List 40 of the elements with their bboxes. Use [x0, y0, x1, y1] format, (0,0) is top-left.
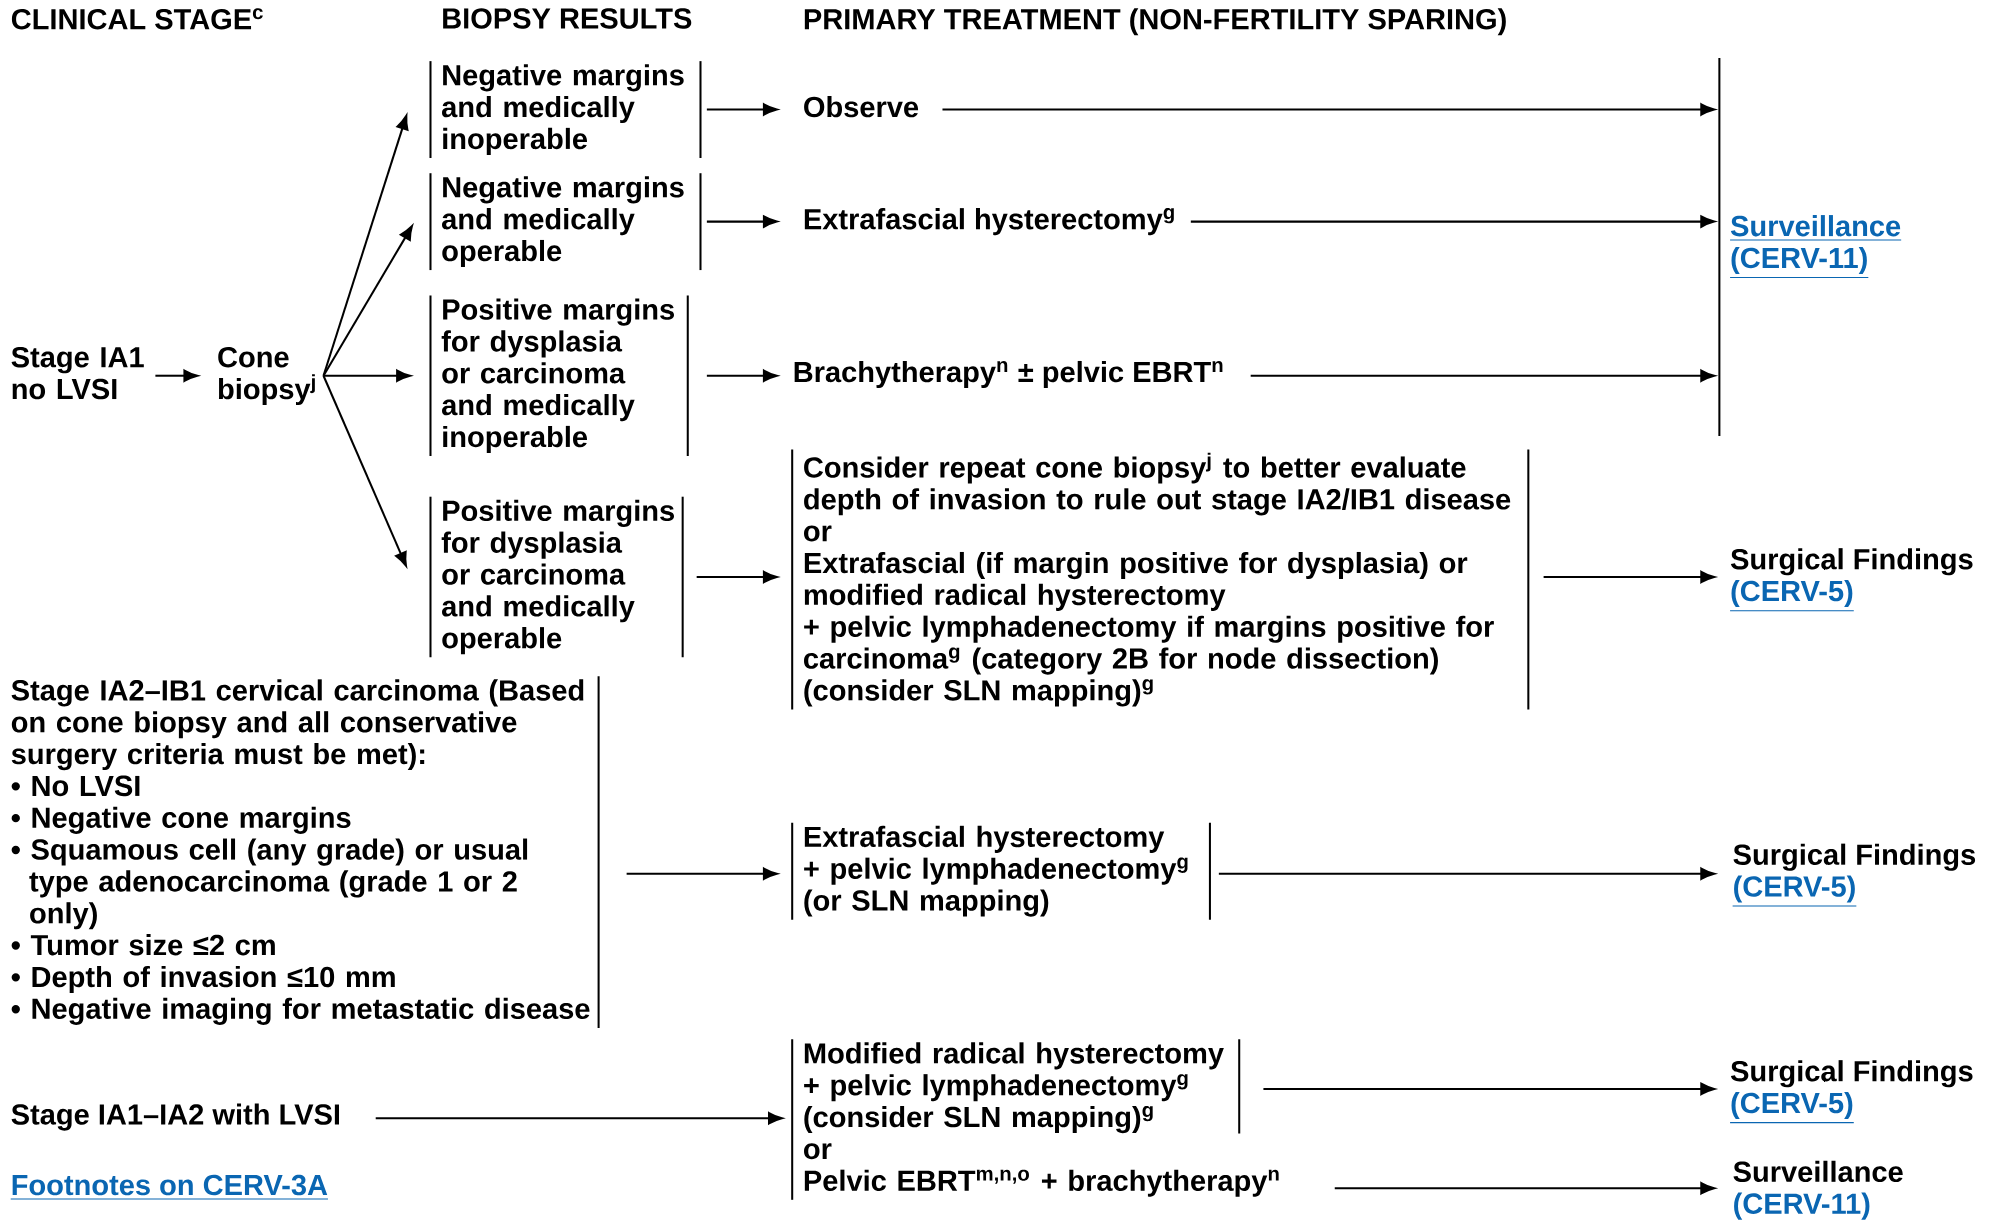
arrow [1543, 570, 1716, 583]
arrow [1190, 215, 1716, 228]
column-heading: CLINICAL STAGE$^{c}$ [11, 7, 263, 30]
column-heading: BIOPSY RESULTS [443, 7, 692, 29]
treatment-text: Observe [804, 95, 919, 118]
surveillance-link: Surveillance (CERV-11) [1733, 1160, 1903, 1220]
findings-link: Surgical Findings (CERV-5) [1729, 1059, 1973, 1123]
biopsy-result-box: Positive margins for dysplasia or carcinoma and medically inoperable [429, 295, 689, 456]
arrow [323, 369, 411, 382]
arrow [706, 215, 778, 228]
surveillance-link: Surveillance (CERV-11) [1718, 57, 1902, 436]
arrow [322, 225, 413, 377]
arrow [1263, 1082, 1716, 1095]
stage-text: Stage IA1 no LVSI [11, 346, 144, 400]
procedure-text: Cone biopsy$^{j}$ [218, 346, 315, 405]
arrow [696, 570, 778, 583]
biopsy-result-box: Negative margins and medically operable [429, 173, 702, 270]
treatment-box: Consider repeat cone biopsy$^{j}$ to better evaluate depth of invasion to rule out stage IA2/IB1 disease or Extrafascial (if margin positive for dysplasia) or modified radical hysterectomy + pelvic lymphadenectomy if margins positive for carcinoma$^{g}$ (category 2B for node dissection) (consider SLN mapping)$^{g}$ [791, 449, 1530, 710]
arrow [706, 369, 778, 382]
treatment-text: Brachytherapy$^{n}$ ± pelvic EBRT$^{n}$ [794, 360, 1223, 388]
biopsy-result-box: Positive margins for dysplasia or carcinoma and medically operable [429, 496, 684, 658]
biopsy-result-box: Negative margins and medically inoperable [429, 60, 702, 158]
arrow [1334, 1181, 1716, 1195]
findings-link: Surgical Findings (CERV-5) [1732, 843, 1976, 907]
treatment-box: Extrafascial hysterectomy + pelvic lymphadenectomy$^{g}$ (or SLN mapping) [791, 822, 1211, 920]
arrow [942, 103, 1716, 116]
treatment-text: Extrafascial hysterectomy$^{g}$ [804, 207, 1174, 235]
arrow [322, 375, 407, 567]
criteria-box: Stage IA2–IB1 cervical carcinoma (Based on cone biopsy and all conservative surgery criteria must be met): • No LVSI • Negative cone margins • Squamous cell (any grade) or usual type adenocarcinoma (grade 1 or 2 only) • Tumor size ≤2 cm • Depth of invasion ≤10 mm • Negative imaging for metastatic disease [11, 676, 600, 1028]
arrow [1250, 369, 1716, 382]
findings-link: Surgical Findings (CERV-5) [1729, 547, 1973, 611]
treatment-box: Modified radical hysterectomy + pelvic lymphadenectomy$^{g}$ (consider SLN mapping)$^{g}$ or Pelvic EBRT$^{m,n,o}$ + brachytherapy$^{n}$ [791, 1039, 1279, 1200]
arrow [375, 1111, 783, 1125]
arrow [626, 867, 778, 880]
arrow [1218, 867, 1716, 880]
arrow [322, 114, 409, 376]
stage-text: Stage IA1–IA2 with LVSI [11, 1103, 339, 1131]
footnote-link: Footnotes on CERV-3A [10, 1174, 329, 1200]
column-heading: PRIMARY TREATMENT (NON-FERTILITY SPARING) [804, 7, 1506, 36]
arrow [155, 369, 199, 382]
